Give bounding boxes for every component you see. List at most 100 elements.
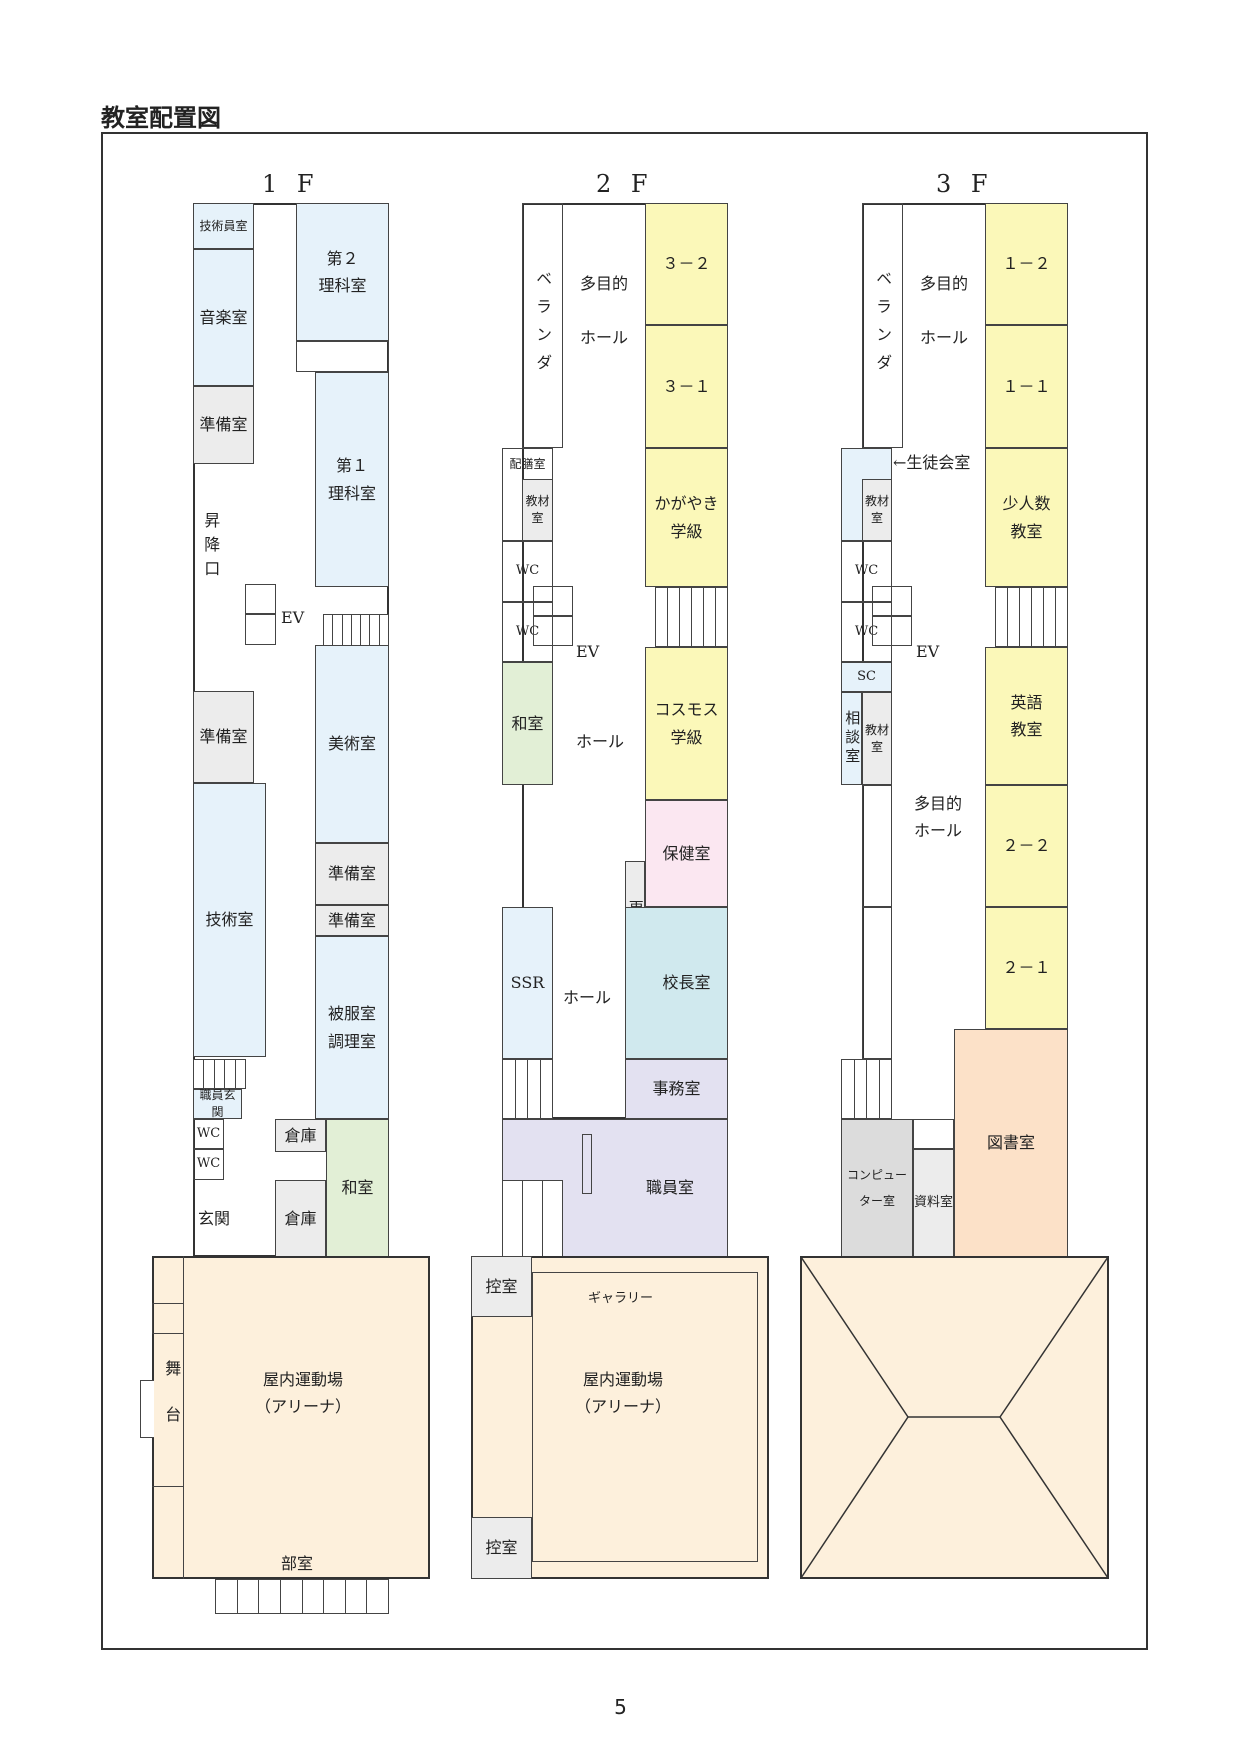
label-veranda-3f: ベランダ	[873, 269, 893, 382]
room-1-1: １－１	[985, 325, 1068, 448]
room-sc: SC	[841, 662, 892, 692]
room-rika2: 第２ 理科室	[296, 203, 389, 341]
stage-step-upper	[152, 1303, 184, 1334]
room-wc-1f-b: WC	[193, 1149, 224, 1180]
stairs-3f-lower	[841, 1059, 892, 1119]
elevator-3f-lower	[872, 616, 912, 646]
room-junbi-b: 準備室	[193, 691, 254, 783]
steps-entrance	[215, 1579, 389, 1614]
arena-1f	[152, 1256, 430, 1579]
elevator-3f-upper	[872, 586, 912, 616]
room-junbi-d: 準備室	[315, 905, 389, 936]
corridor-3f-a	[862, 785, 892, 907]
label-bushitsu: 部室	[281, 1554, 314, 1573]
room-3-1: ３－１	[645, 325, 728, 448]
room-bijutsu: 美術室	[315, 645, 389, 843]
shokuin-desk	[582, 1134, 592, 1194]
floor-label-1f: 1 F	[262, 170, 320, 198]
gym-roof-3f	[800, 1256, 1109, 1579]
elevator-2f-upper	[533, 586, 573, 616]
room-gijutsu: 技術室	[193, 783, 266, 1057]
label-gallery: ギャラリー	[588, 1291, 654, 1306]
label-seitokai: ←生徒会室	[893, 453, 971, 472]
room-hikae-2f-a: 控室	[471, 1256, 532, 1317]
room-shoninzu: 少人数 教室	[985, 448, 1068, 587]
stairs-1f-upper	[323, 614, 389, 647]
label-butai: 舞台	[162, 1360, 182, 1452]
label-hall-2f-b: ホール	[563, 988, 612, 1007]
corridor-1f-upper	[296, 341, 389, 372]
elevator-1f-upper	[245, 584, 276, 614]
room-3-2: ３－２	[645, 203, 728, 325]
label-ev-3f: EV	[916, 642, 940, 661]
room-tosho: 図書室	[954, 1029, 1068, 1257]
label-ev-1f: EV	[281, 608, 305, 627]
room-eigo: 英語 教室	[985, 647, 1068, 785]
room-souko-b: 倉庫	[275, 1180, 326, 1257]
label-veranda-2f: ベランダ	[533, 269, 553, 382]
stage-notch	[140, 1380, 154, 1438]
room-junbi-c: 準備室	[315, 843, 389, 905]
elevator-2f-lower	[533, 616, 573, 646]
room-2-2: ２－２	[985, 785, 1068, 907]
room-ssr: SSR	[502, 907, 553, 1059]
veranda-3f: ベランダ	[862, 203, 903, 448]
stairs-2f-shokuin	[502, 1180, 563, 1257]
gallery-inner	[532, 1272, 758, 1562]
stage-divider	[152, 1486, 184, 1487]
label-tamokuteki-2f: 多目的 ホール	[580, 274, 629, 348]
room-kagayaki: かがやき 学級	[645, 448, 728, 587]
room-shiryo: 資料室	[913, 1149, 954, 1257]
label-arena-1f: 屋内運動場 （アリーナ）	[255, 1370, 352, 1417]
floor-plan-frame	[101, 132, 1148, 1650]
stairs-1f-lower	[193, 1059, 246, 1089]
room-ongaku: 音楽室	[193, 249, 254, 386]
corridor-3f-b	[862, 907, 892, 1059]
roof-hip-br	[999, 1416, 1109, 1579]
page-title: 教室配置図	[101, 104, 221, 132]
label-ev-2f: EV	[576, 642, 600, 661]
floor-label-2f: 2 F	[596, 170, 654, 198]
floor-label-3f: 3 F	[936, 170, 994, 198]
label-genkan: 玄関	[198, 1209, 231, 1228]
room-hikae-2f-b: 控室	[471, 1517, 532, 1579]
room-hoken: 保健室	[645, 800, 728, 907]
room-kocho: 校長室	[625, 907, 728, 1059]
room-sodan: 相談室	[841, 692, 862, 785]
room-junbi-a: 準備室	[193, 386, 254, 464]
room-kyozai-3f-a: 教材室	[862, 479, 892, 541]
page-number: 5	[614, 1695, 627, 1719]
room-hifuku-chori: 被服室 調理室	[315, 936, 389, 1119]
stairs-2f-upper	[655, 587, 728, 647]
roof-hip-tl	[800, 1256, 909, 1418]
room-wc-2f-a: WC	[502, 541, 553, 602]
room-computer: コンピュー ター室	[841, 1119, 913, 1257]
room-wc-3f-a: WC	[841, 541, 892, 602]
label-hall-2f-a: ホール	[576, 732, 625, 751]
stairs-2f-lower	[502, 1059, 553, 1119]
room-washitsu-2f: 和室	[502, 662, 553, 785]
label-arena-2f: 屋内運動場 （アリーナ）	[575, 1370, 672, 1417]
room-shokuin-genkan: 職員玄関	[193, 1088, 242, 1119]
label-tamokuteki-3f-b: 多目的 ホール	[914, 794, 963, 841]
label-tamokuteki-3f-a: 多目的 ホール	[920, 274, 969, 348]
room-souko-a: 倉庫	[275, 1119, 326, 1152]
corridor-3f-c	[913, 1119, 954, 1149]
room-rika1: 第１ 理科室	[315, 372, 389, 587]
label-sodan: 相談室	[843, 710, 862, 767]
room-kyozai-3f-b: 教材室	[862, 692, 892, 785]
room-gijutsuin: 技術員室	[193, 203, 254, 249]
room-kyozai-2f: 教材室	[522, 479, 553, 541]
room-cosmos: コスモス 学級	[645, 647, 728, 800]
stage-area	[152, 1256, 184, 1579]
room-1-2: １－２	[985, 203, 1068, 325]
room-2-1: ２－１	[985, 907, 1068, 1029]
room-jimu: 事務室	[625, 1059, 728, 1119]
room-washitsu-1f: 和室	[326, 1119, 389, 1257]
stairs-3f-upper	[995, 587, 1068, 647]
elevator-1f-lower	[245, 614, 276, 645]
roof-hip-bl	[800, 1416, 909, 1579]
veranda-2f: ベランダ	[522, 203, 563, 448]
roof-hip-tr	[999, 1256, 1109, 1418]
label-shokoguchi: 昇降口	[201, 512, 221, 584]
